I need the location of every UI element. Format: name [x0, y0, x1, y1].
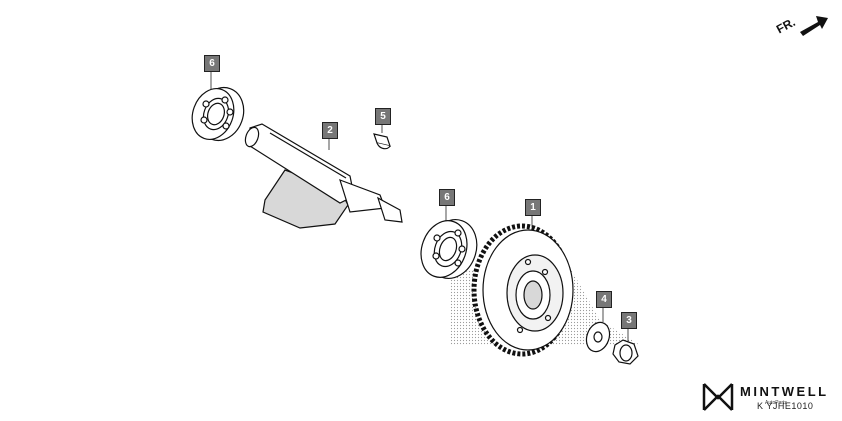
bearing-mid-part — [420, 219, 478, 279]
key-part — [373, 133, 391, 150]
nut-part — [612, 339, 639, 365]
callout-gear: 1 — [525, 199, 541, 216]
washer-part — [585, 321, 611, 353]
shaft-part — [244, 123, 403, 229]
callout-bearing-mid: 6 — [439, 189, 455, 206]
callout-key: 5 — [375, 108, 391, 125]
callout-shaft: 2 — [322, 122, 338, 139]
callout-bearing-top: 6 — [204, 55, 220, 72]
brand-tagline: AutoParts — [765, 400, 787, 406]
arrow-icon — [800, 16, 828, 36]
callout-washer: 4 — [596, 291, 612, 308]
callout-nut: 3 — [621, 312, 637, 329]
mintwell-logo-icon — [702, 383, 734, 411]
gear-part — [471, 223, 574, 357]
diagram-code: K YJHE1010 — [757, 401, 814, 411]
brand-name: MINTWELL — [740, 384, 829, 399]
bearing-top-part — [191, 86, 245, 142]
